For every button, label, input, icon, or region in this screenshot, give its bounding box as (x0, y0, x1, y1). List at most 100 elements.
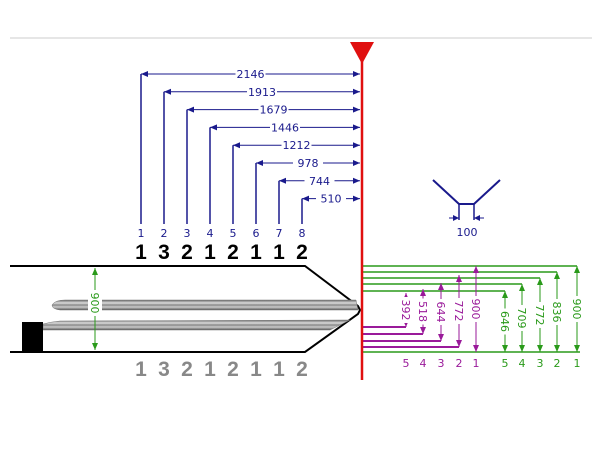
arrowhead (438, 283, 444, 290)
tip-marker-triangle (350, 42, 374, 64)
purple-depth-dimension: 644 3 (362, 283, 448, 370)
arrowhead (164, 88, 171, 95)
cut-position-dimension: 2146 1 (138, 67, 360, 240)
depth-number: 5 (502, 357, 509, 370)
depth-value: 518 (416, 301, 429, 322)
cut-code-digit-bottom: 2 (181, 358, 193, 381)
cut-position-number: 7 (276, 227, 283, 240)
arrowhead (353, 106, 360, 113)
cut-code-digit-top: 1 (204, 241, 216, 264)
cut-code-digit-bottom: 1 (204, 358, 216, 381)
purple-depth-dimension: 900 1 (469, 266, 483, 370)
depth-value: 900 (469, 299, 482, 320)
arrowhead (233, 142, 240, 149)
depth-value: 646 (498, 311, 511, 332)
arrowhead (256, 160, 263, 166)
cut-code-digit-top: 2 (227, 241, 239, 264)
arrowhead (353, 195, 360, 202)
arrowhead (519, 284, 525, 291)
label-bg (399, 297, 413, 323)
arrowhead (502, 291, 508, 298)
arrowhead (353, 160, 360, 166)
label-bg (247, 84, 277, 99)
cut-code-digit-bottom: 1 (273, 358, 285, 381)
arrowhead (92, 268, 98, 275)
cut-position-dimension: 510 8 (299, 191, 360, 240)
arrowhead (420, 327, 426, 334)
cut-position-number: 4 (207, 227, 214, 240)
v-cut-width-label: 100 (457, 226, 478, 239)
depth-value: 772 (533, 305, 546, 326)
green-depth-dimension: 709 4 (362, 283, 529, 370)
purple-depth-dimension: 518 4 (362, 289, 430, 370)
v-cut-diagram: 100 (432, 179, 501, 239)
cut-code-digit-top: 1 (250, 241, 262, 264)
arrowhead (438, 334, 444, 341)
cut-code-digit-bottom: 1 (135, 358, 147, 381)
arrowhead (420, 289, 426, 296)
key-blade (10, 265, 362, 353)
cut-position-number: 3 (184, 227, 191, 240)
label-bg (316, 191, 346, 206)
depth-value: 392 (399, 300, 412, 321)
arrowhead (574, 266, 580, 273)
cut-code-digit-top: 2 (181, 241, 193, 264)
depth-value: 772 (452, 301, 465, 322)
cut-position-number: 8 (299, 227, 306, 240)
depth-value: 900 (570, 299, 583, 320)
cut-position-number: 6 (253, 227, 260, 240)
dimension-value: 1212 (283, 139, 311, 152)
label-bg (235, 67, 266, 81)
arrowhead (302, 195, 309, 202)
cut-position-dimension: 1913 2 (161, 84, 360, 240)
depth-number: 1 (473, 357, 480, 370)
arrowhead (92, 343, 98, 350)
blade-width-label: 900 (88, 293, 101, 314)
arrowhead (187, 106, 194, 113)
cut-code-digit-top: 1 (273, 241, 285, 264)
depth-number: 3 (438, 357, 445, 370)
cut-position-dimension: 1446 4 (207, 120, 360, 240)
cut-position-dimension: 1212 5 (230, 138, 360, 240)
arrowhead (353, 124, 360, 131)
label-bg (515, 305, 529, 331)
depth-value: 644 (434, 302, 447, 323)
dimension-value: 1679 (260, 104, 288, 117)
cut-code-digit-bottom: 2 (227, 358, 239, 381)
dimension-value: 510 (321, 193, 342, 206)
label-bg (88, 290, 102, 316)
cut-position-number: 1 (138, 227, 145, 240)
arrowhead (353, 88, 360, 95)
cut-position-number: 5 (230, 227, 237, 240)
label-bg (533, 302, 547, 328)
arrowhead (141, 71, 148, 77)
key-groove-lower (42, 319, 351, 331)
label-bg (498, 308, 512, 335)
depth-number: 5 (403, 357, 410, 370)
depth-value: 709 (515, 308, 528, 329)
cut-position-number: 2 (161, 227, 168, 240)
label-bg (434, 299, 448, 325)
arrowhead (519, 345, 525, 352)
key-outline (10, 265, 362, 353)
arrowhead (554, 345, 560, 352)
label-bg (550, 299, 564, 325)
arrowhead (574, 345, 580, 352)
arrowhead (554, 272, 560, 279)
cut-code-digit-bottom: 2 (296, 358, 308, 381)
key-groove-upper (51, 299, 359, 311)
label-bg (570, 296, 584, 322)
dimension-value: 2146 (237, 68, 265, 81)
dimension-value: 978 (298, 157, 319, 170)
arrowhead (456, 275, 462, 282)
arrowhead (537, 278, 543, 285)
dimension-value: 1446 (271, 121, 299, 134)
cut-position-dimension: 978 6 (253, 156, 360, 240)
depth-number: 4 (420, 357, 427, 370)
arrowhead (502, 345, 508, 352)
dimension-value: 1913 (248, 86, 276, 99)
